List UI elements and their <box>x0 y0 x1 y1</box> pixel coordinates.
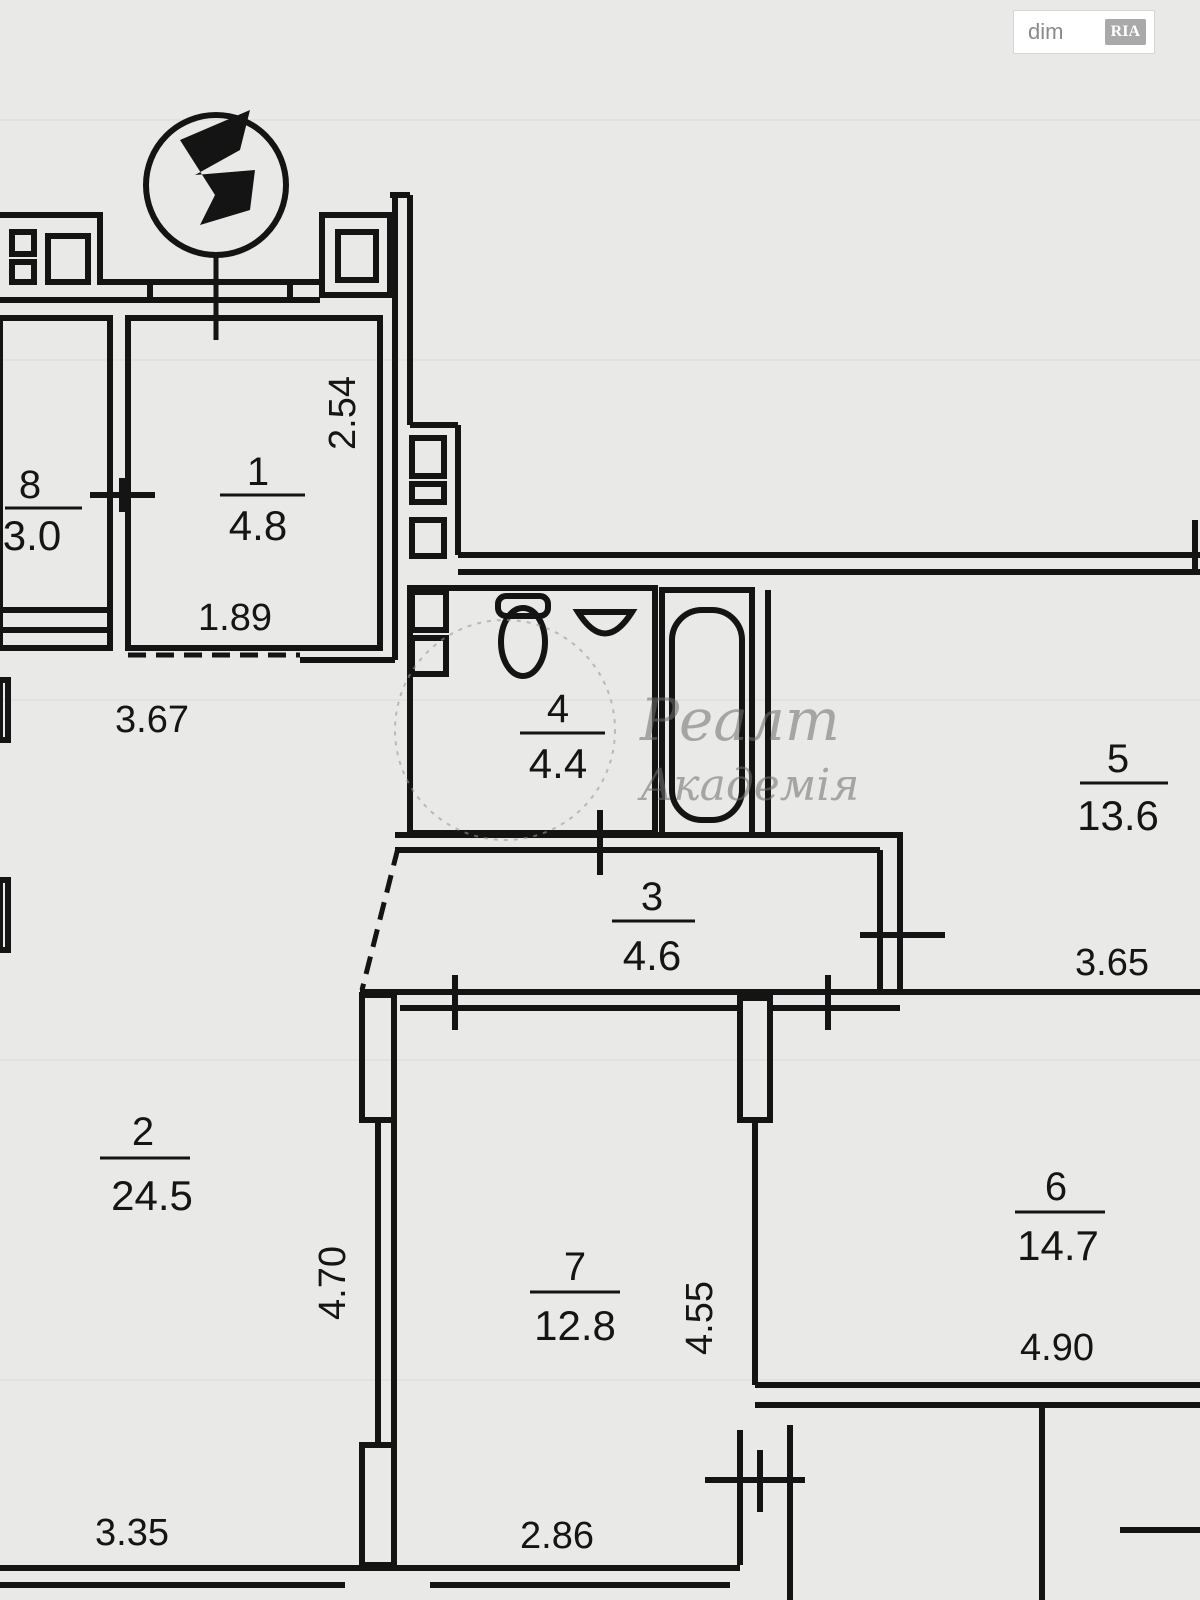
svg-text:24.5: 24.5 <box>111 1172 193 1219</box>
svg-text:5: 5 <box>1107 737 1129 781</box>
svg-text:Академія: Академія <box>637 760 859 811</box>
dimria-logo[interactable]: dim RIA <box>1013 10 1155 54</box>
dim-2-54: 2.54 <box>322 376 364 450</box>
dashed-openings <box>128 652 401 991</box>
dim-3-67: 3.67 <box>115 699 189 741</box>
watermark: Реалт Академія <box>394 619 859 841</box>
room-1-label: 1 4.8 <box>220 450 305 549</box>
walls <box>0 192 1200 1600</box>
room-7-label: 7 12.8 <box>530 1245 620 1349</box>
svg-text:4: 4 <box>547 687 569 731</box>
svg-text:8: 8 <box>19 463 41 507</box>
svg-text:6: 6 <box>1045 1165 1067 1209</box>
dim-4-55: 4.55 <box>679 1281 721 1355</box>
svg-text:Реалт: Реалт <box>639 686 840 754</box>
room-4-label: 4 4.4 <box>520 687 605 787</box>
room-labels: 8 3.0 1 4.8 4 4.4 5 13.6 3 4.6 2 24.5 <box>3 450 1168 1349</box>
svg-text:12.8: 12.8 <box>534 1302 616 1349</box>
svg-text:4.8: 4.8 <box>229 502 287 549</box>
svg-text:3: 3 <box>641 875 663 919</box>
room-8-label: 8 3.0 <box>3 463 82 559</box>
svg-text:14.7: 14.7 <box>1017 1222 1099 1269</box>
room-6-label: 6 14.7 <box>1015 1165 1105 1269</box>
svg-text:2: 2 <box>132 1110 154 1154</box>
logo-text: dim <box>1028 19 1064 44</box>
svg-text:7: 7 <box>564 1245 586 1289</box>
svg-text:3.0: 3.0 <box>3 512 61 559</box>
dim-4-70: 4.70 <box>312 1246 354 1320</box>
dimension-labels: 2.54 1.89 3.67 3.65 4.70 4.55 4.90 3.35 … <box>95 376 1149 1557</box>
svg-text:1: 1 <box>247 450 269 494</box>
logo-badge: RIA <box>1104 19 1146 45</box>
room-3-label: 3 4.6 <box>612 875 695 979</box>
scan-texture <box>0 119 1200 1381</box>
svg-text:4.4: 4.4 <box>529 740 587 787</box>
room-2-label: 2 24.5 <box>100 1110 193 1219</box>
svg-text:4.6: 4.6 <box>623 932 681 979</box>
dim-2-86: 2.86 <box>520 1515 594 1557</box>
dim-4-90: 4.90 <box>1020 1327 1094 1369</box>
dim-3-65: 3.65 <box>1075 942 1149 984</box>
dim-1-89: 1.89 <box>198 597 272 639</box>
dim-3-35: 3.35 <box>95 1512 169 1554</box>
room-5-label: 5 13.6 <box>1077 737 1168 839</box>
svg-text:13.6: 13.6 <box>1077 792 1159 839</box>
